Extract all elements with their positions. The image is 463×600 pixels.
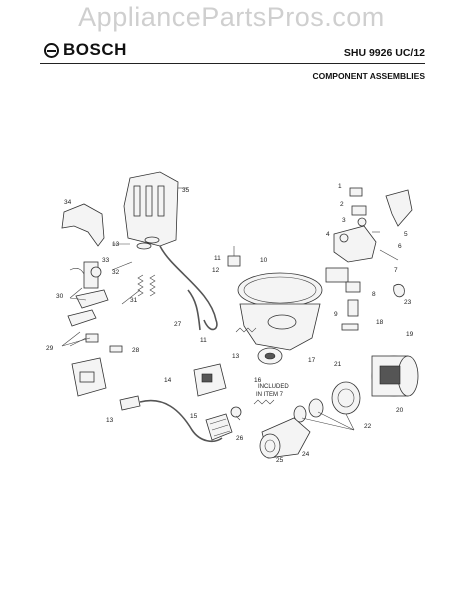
part-clip-28	[109, 345, 123, 353]
label-18: 18	[376, 319, 384, 326]
label-13-bottom: 13	[106, 417, 114, 424]
label-30: 30	[56, 293, 64, 300]
part-cover-34	[61, 203, 105, 247]
brand-name: BOSCH	[63, 40, 127, 59]
label-28: 28	[132, 347, 140, 354]
label-10: 10	[260, 257, 268, 264]
part-sump-10	[237, 272, 323, 351]
brand-logo: BOSCH	[44, 40, 127, 60]
model-number: SHU 9926 UC/12	[343, 47, 425, 59]
label-8: 8	[372, 291, 376, 298]
label-14: 14	[164, 377, 172, 384]
bosch-logo-icon	[44, 42, 59, 58]
label-17: 17	[308, 357, 316, 364]
label-23: 23	[404, 299, 412, 306]
label-9: 9	[334, 311, 338, 318]
part-sensor-12	[227, 246, 241, 267]
label-32: 32	[112, 269, 120, 276]
part-seals-22	[293, 398, 324, 423]
section-title: COMPONENT ASSEMBLIES	[312, 71, 425, 81]
part-pump-24-25	[259, 417, 311, 459]
part-motor-19-20	[371, 355, 419, 397]
label-29: 29	[46, 345, 54, 352]
label-26: 26	[236, 435, 244, 442]
part-spring-16	[235, 327, 257, 333]
part-ring-26	[230, 406, 242, 418]
label-15: 15	[190, 413, 198, 420]
label-13-mid: 13	[232, 353, 240, 360]
note-line-1: INCLUDED	[258, 384, 289, 390]
part-bracket-29	[61, 309, 99, 347]
part-pin-18	[341, 323, 359, 331]
label-27: 27	[174, 321, 182, 328]
part-switch-14	[193, 363, 227, 397]
part-impeller-21	[331, 381, 361, 415]
label-34: 34	[64, 199, 72, 206]
label-21: 21	[334, 361, 342, 368]
part-hose-27	[159, 245, 218, 331]
part-spring-included	[253, 399, 275, 405]
label-31: 31	[130, 297, 138, 304]
watermark-text: AppliancePartsPros.com	[78, 2, 385, 32]
label-11-top: 11	[214, 255, 221, 262]
label-12: 12	[212, 267, 220, 274]
part-nozzle-9	[347, 299, 359, 317]
header-divider	[40, 63, 425, 64]
part-hose-13	[119, 395, 223, 443]
part-bellows-15	[205, 413, 233, 441]
label-1: 1	[338, 183, 342, 190]
part-valve-30	[69, 261, 109, 309]
callout-labels: 1 2 3 4 5 6 7 8 9 10 11 11 12 13 13 13 1…	[46, 183, 414, 464]
part-motor-lower-left	[71, 357, 107, 397]
label-13-top: 13	[112, 241, 120, 248]
label-24: 24	[302, 451, 310, 458]
label-25: 25	[276, 457, 284, 464]
label-33: 33	[102, 257, 110, 264]
part-valve-assembly-1-8	[325, 187, 413, 298]
part-springs-31	[136, 236, 160, 297]
note-line-2: IN ITEM 7	[256, 392, 284, 398]
part-housing-35	[123, 171, 188, 247]
label-3: 3	[342, 217, 346, 224]
label-11-bottom: 11	[200, 337, 207, 344]
label-20: 20	[396, 407, 404, 414]
label-5: 5	[404, 231, 408, 238]
included-note: INCLUDED IN ITEM 7	[256, 384, 289, 398]
label-35: 35	[182, 187, 190, 194]
label-19: 19	[406, 331, 414, 338]
label-16: 16	[254, 377, 262, 384]
label-22: 22	[364, 423, 372, 430]
label-2: 2	[340, 201, 344, 208]
label-7: 7	[394, 267, 398, 274]
label-6: 6	[398, 243, 402, 250]
label-4: 4	[326, 231, 330, 238]
part-outlet-17	[257, 347, 283, 365]
part-hose-27b	[187, 289, 201, 331]
leader-lines	[69, 231, 399, 431]
